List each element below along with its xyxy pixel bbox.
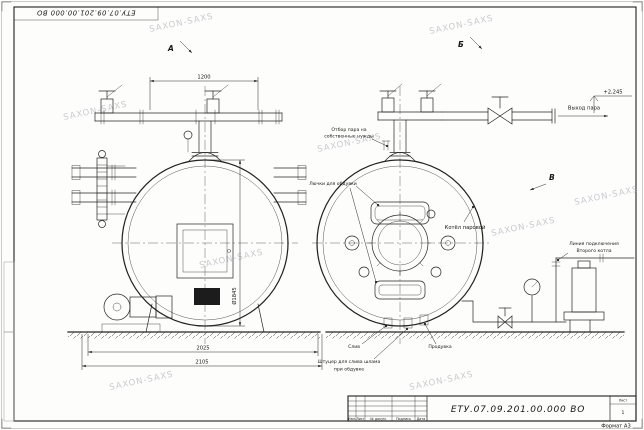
- blowdown-piping: [461, 253, 635, 329]
- elevation-label: +2,245: [603, 90, 622, 96]
- second-boiler-label-1: Линия подключения: [569, 241, 619, 247]
- titleblock-col-izm: Изм.: [348, 417, 356, 421]
- manhole: [367, 210, 433, 276]
- ash-opening: [194, 288, 220, 305]
- corner-stamp: ЕТУ.07.09.201.00.000 ВО: [13, 6, 159, 21]
- safety-valve-right: [204, 84, 229, 114]
- watermark: SAXON-SAXS: [149, 12, 215, 35]
- watermark: SAXON-SAXS: [409, 370, 475, 393]
- view-a-letter: А: [167, 44, 174, 53]
- steam-dome-rear: [381, 119, 416, 162]
- dim-top-width: 1200: [197, 75, 210, 81]
- blow-hatch-bottom: [374, 280, 426, 300]
- drain-label: Слив: [348, 344, 360, 350]
- view-label-b: Б: [458, 36, 483, 50]
- titleblock-doc-number: ЕТУ.07.09.201.00.000 ВО: [451, 405, 585, 415]
- watermark: SAXON-SAXS: [429, 14, 495, 37]
- dim-shell-diameter: Ø1845: [231, 287, 238, 304]
- ground-line-left: [67, 331, 321, 339]
- pressure-gauge: [523, 278, 541, 296]
- ground-line-right: [325, 331, 625, 339]
- own-needs-label-1: Отбор пара на: [331, 127, 366, 133]
- left-view-dimensions: 1200 Ø1845 2025 2105: [81, 75, 323, 370]
- titleblock-sheet-value: 1: [622, 410, 625, 416]
- dim-overall-width: 2105: [195, 360, 208, 366]
- side-pipe-banks: [71, 164, 307, 206]
- view-label-a: А: [167, 40, 193, 54]
- water-level-gauge: [96, 150, 126, 228]
- watermark: SAXON-SAXS: [199, 248, 265, 271]
- watermark: SAXON-SAXS: [574, 185, 640, 208]
- view-label-v: В: [529, 173, 555, 191]
- titleblock-sheet-label: Лист: [619, 399, 627, 403]
- left-boiler-view: 1200 Ø1845 2025 2105 А: [67, 40, 323, 370]
- titleblock-col-ndoc: № докум.: [370, 417, 386, 421]
- safety-valve-manifold: [94, 109, 283, 125]
- titleblock-col-data: Дата: [417, 417, 426, 421]
- blow-hatches-label: Лючки для обдувки: [309, 181, 357, 187]
- view-b-letter: Б: [458, 40, 464, 49]
- right-view-annotations: Отбор пара на собственные нужды Лючки дл…: [309, 127, 619, 373]
- blower-fan: [101, 293, 173, 333]
- boiler-name-label: Котёл паровой: [445, 224, 486, 231]
- dim-base-width: 2025: [196, 346, 209, 352]
- safety-valves-rear: [377, 83, 443, 121]
- watermark: SAXON-SAXS: [63, 100, 129, 123]
- watermark: SAXON-SAXS: [109, 370, 175, 393]
- feed-pump: [563, 260, 605, 333]
- titleblock-col-list: Лист: [356, 417, 364, 421]
- blow-hatch-top: [370, 201, 430, 225]
- steam-outlet-label: Выход пара: [568, 106, 600, 112]
- blowdown-label: Продувка: [428, 344, 452, 350]
- safety-valve-left: [98, 84, 123, 114]
- right-boiler-view: Выход пара +2,245: [309, 36, 635, 373]
- bottom-stubs: [383, 314, 429, 329]
- shell-fittings: [344, 209, 456, 278]
- view-v-letter: В: [549, 173, 555, 182]
- steam-dome: [183, 120, 222, 162]
- second-boiler-label-2: Второго котла: [576, 248, 611, 254]
- steam-outlet-line: Выход пара +2,245: [441, 90, 632, 125]
- watermark: SAXON-SAXS: [491, 216, 557, 239]
- burner-door: [176, 223, 234, 279]
- format-label: Формат А3: [601, 424, 631, 430]
- title-block: ЕТУ.07.09.201.00.000 ВО Лист 1 Изм. Лист…: [347, 395, 637, 422]
- boiler-shell-front: [121, 159, 289, 327]
- sludge-label-2: при обдувке: [334, 367, 364, 373]
- own-needs-label-2: собственные нужды: [324, 134, 374, 140]
- titleblock-col-podp: Подпись: [396, 417, 411, 421]
- corner-doc-number: ЕТУ.07.09.201.00.000 ВО: [36, 9, 135, 17]
- sludge-label-1: Штуцер для слива шлама: [318, 359, 381, 365]
- boiler-shell-rear: [316, 159, 484, 327]
